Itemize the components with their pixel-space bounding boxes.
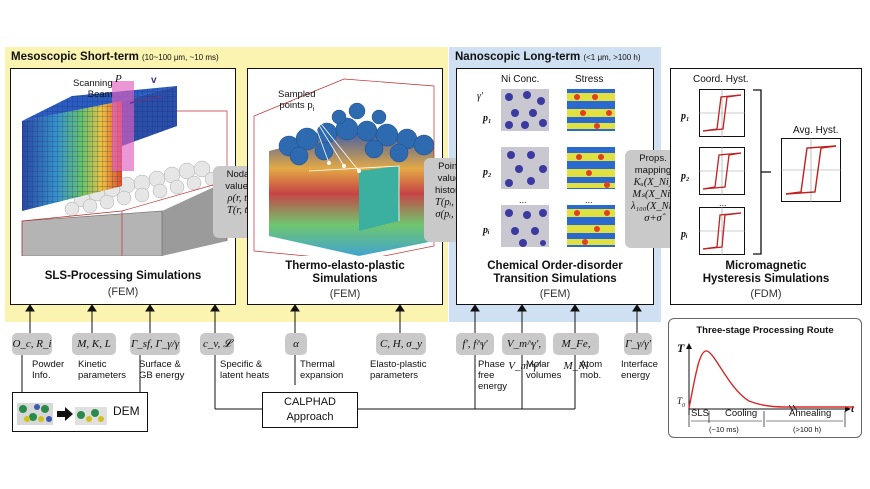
param-elasto: C, H, σ_y	[376, 333, 426, 355]
param-surface: Γ_sf, Γ_γ/γ	[130, 333, 180, 355]
thermo-render	[253, 78, 435, 256]
stress-map	[567, 147, 615, 189]
micro-method: (FDM)	[750, 288, 782, 300]
param-specific: c_v, 𝓛	[200, 333, 234, 355]
calphad-box: CALPHAD Approach	[262, 392, 358, 428]
chem-row-label: pᵢ	[483, 225, 490, 236]
hysteresis-loop	[699, 207, 745, 255]
label-thermal: Thermal expansion	[300, 359, 344, 381]
label-kinetic: Kinetic parameters	[78, 359, 127, 381]
coord-hyst-label: Coord. Hyst.	[693, 74, 749, 85]
micro-row-label: p₁	[681, 111, 690, 122]
param-kinetic: M, K, L	[72, 333, 116, 355]
route-plot	[686, 343, 854, 427]
label-specific: Specific & latent heats	[220, 359, 270, 381]
dem-label: DEM	[113, 404, 140, 418]
ni-conc-label: Ni Conc.	[501, 74, 540, 85]
avg-hysteresis-loop	[781, 138, 841, 202]
label-powder: Powder Info.	[32, 359, 65, 381]
stress-label: Stress	[575, 74, 604, 85]
sls-method: (FEM)	[107, 286, 139, 298]
param-atom: M_Fe, M_Ni	[553, 333, 599, 372]
param-interface: Γ_γ/γ'	[624, 333, 652, 355]
hysteresis-loop	[699, 147, 745, 195]
thermo-method: (FEM)	[329, 288, 361, 300]
scanning-beam	[112, 81, 134, 171]
velocity-label: v	[151, 75, 157, 86]
nanoscopic-title: Nanoscopic Long-term (<1 μm, >100 h)	[455, 51, 641, 63]
param-phase: f', f^γ'	[456, 333, 494, 355]
route-dur1: (~10 ms)	[709, 425, 739, 434]
gamma-prime-label: γ'	[477, 91, 484, 102]
label-surface: Surface & GB energy	[139, 359, 185, 381]
hysteresis-loop	[699, 89, 745, 137]
label-phase: Phase free energy	[478, 359, 508, 392]
route-annealing: Annealing	[789, 408, 832, 419]
ni-conc-map	[501, 147, 549, 189]
dem-particles	[17, 403, 107, 425]
route-t0: T0	[677, 396, 686, 409]
avg-hyst-label: Avg. Hyst.	[793, 125, 839, 136]
sls-title: SLS-Processing Simulations	[44, 270, 202, 282]
param-thermal: α	[285, 333, 307, 355]
micro-row-label: p₂	[681, 171, 690, 182]
label-molar: Molar volumes	[526, 359, 562, 381]
stress-map	[567, 89, 615, 131]
label-elasto: Elasto-plastic parameters	[370, 359, 427, 381]
param-connectors	[21, 305, 642, 410]
chem-dots: ...	[519, 195, 527, 205]
ni-conc-map	[501, 89, 549, 131]
ni-conc-map	[501, 205, 549, 247]
micro-sim-box: Coord. Hyst. Avg. Hyst. p₁ p₂ ... pᵢ Mi	[670, 68, 862, 305]
label-atom: Atom mob.	[580, 359, 603, 381]
stress-map	[567, 205, 615, 247]
micro-row-label: pᵢ	[681, 229, 688, 240]
sls-render	[21, 81, 228, 256]
route-x-axis: t	[851, 403, 855, 415]
power-label: P	[115, 73, 122, 85]
route-cooling: Cooling	[725, 408, 758, 419]
route-title: Three-stage Processing Route	[696, 325, 834, 336]
averaging-bracket	[753, 89, 771, 255]
micro-dots: ...	[719, 198, 727, 208]
dem-box: DEM	[12, 392, 148, 432]
route-y-axis: T	[677, 341, 685, 355]
param-powder: O_c, R_i	[12, 333, 52, 355]
route-sls: SLS	[691, 408, 709, 419]
chem-row-label: p₁	[483, 113, 492, 124]
chem-row-label: p₂	[483, 167, 492, 178]
chem-dots: ...	[585, 195, 593, 205]
chem-method: (FEM)	[539, 288, 571, 300]
route-dur2: (>100 h)	[793, 425, 822, 434]
processing-route-panel: Three-stage Processing Route T t T0 SLS …	[668, 318, 862, 438]
label-interface: Interface energy	[621, 359, 658, 381]
mesoscopic-title: Mesoscopic Short-term (10~100 μm, ~10 ms…	[11, 51, 219, 63]
param-molar: V_m^γ', V_m^γ'	[502, 333, 546, 372]
